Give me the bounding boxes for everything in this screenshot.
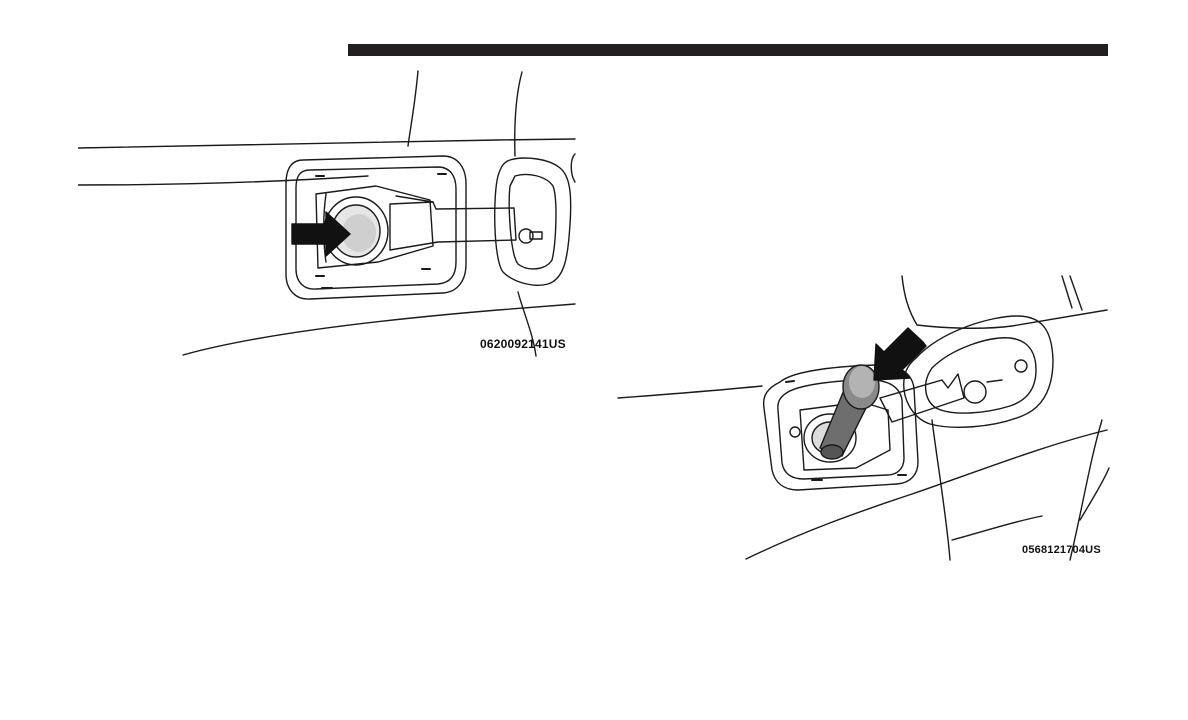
fuel-door-illustration [78, 64, 578, 359]
fuel-door-open-figure: 0620092141US [78, 64, 578, 359]
figure-code: 0568121704US [1022, 544, 1101, 556]
figure-code: 0620092141US [480, 337, 566, 351]
fuel-funnel-illustration [612, 270, 1112, 562]
fuel-funnel-inserted-figure: 0568121704US [612, 270, 1112, 562]
page-header-bar [348, 44, 1108, 56]
